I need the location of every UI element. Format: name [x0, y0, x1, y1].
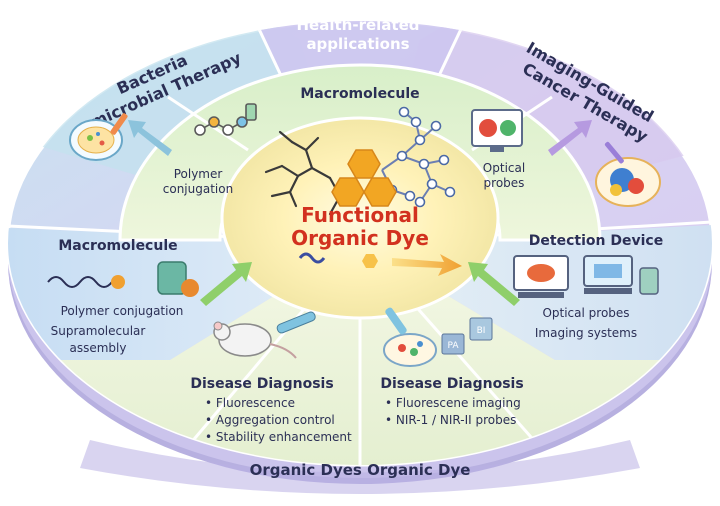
polymer-chain-icon — [194, 103, 257, 136]
tag-bi: BI — [477, 326, 486, 336]
inner-top-title: Macromolecule — [300, 86, 419, 102]
arrow-right-in-icon — [468, 262, 520, 306]
left-segment-item-3: assembly — [70, 341, 127, 355]
center-disc — [220, 116, 500, 320]
bottom-left-bullet-3: • Stability enhancement — [205, 430, 352, 444]
inner-top-left-line2: conjugation — [163, 182, 233, 196]
arrow-to-right-icon — [392, 254, 462, 276]
left-segment-title: Macromolecule — [58, 238, 177, 254]
inner-top-right-line2: probes — [484, 176, 525, 190]
inner-top-left-line1: Polymer — [174, 167, 223, 181]
tag-pa: PA — [447, 341, 459, 351]
diagnosis-dish-icon — [383, 307, 493, 367]
right-segment-item-1: Optical probes — [542, 306, 629, 320]
bottom-band-label: Organic Dyes Organic Dye — [250, 461, 471, 479]
top-banner-line1: Health-related — [297, 16, 420, 34]
bottom-band — [80, 440, 640, 494]
right-segment-item-2: Imaging systems — [535, 326, 637, 340]
small-hexagon-icon — [362, 254, 378, 268]
bottom-right-title: Disease Diagnosis — [380, 376, 523, 392]
optical-probe-monitor-icon — [471, 109, 523, 152]
center-title-line2: Organic Dye — [291, 226, 429, 250]
petri-dish-icon — [69, 113, 128, 161]
bottom-right-bullet-1: • Fluorescene imaging — [385, 396, 521, 410]
left-segment-item-1: Polymer conjugation — [61, 304, 184, 318]
hexagon-cluster-icon — [331, 149, 397, 207]
left-segment-item-2: Supramolecular — [51, 324, 146, 338]
wiggle-molecule-icon — [298, 252, 326, 264]
top-banner-line2: applications — [306, 35, 409, 53]
center-title-line1: Functional — [301, 203, 419, 227]
right-segment-title: Detection Device — [529, 233, 663, 249]
tumor-dish-icon — [595, 141, 661, 207]
arrow-topright-out-icon — [548, 120, 592, 156]
arrow-left-in-icon — [200, 262, 252, 306]
dendrimer-left-icon — [264, 130, 342, 216]
mouse-icon — [213, 311, 316, 359]
bottom-left-bullet-2: • Aggregation control — [205, 413, 335, 427]
bottom-left-bullet-1: • Fluorescence — [205, 396, 295, 410]
bottom-right-bullet-2: • NIR-1 / NIR-II probes — [385, 413, 516, 427]
polymer-thread-icon — [47, 261, 199, 297]
bottom-left-title: Disease Diagnosis — [190, 376, 333, 392]
detection-device-icon — [513, 255, 659, 298]
arrow-topleft-out-icon — [128, 120, 172, 156]
inner-top-right-line1: Optical — [483, 161, 525, 175]
